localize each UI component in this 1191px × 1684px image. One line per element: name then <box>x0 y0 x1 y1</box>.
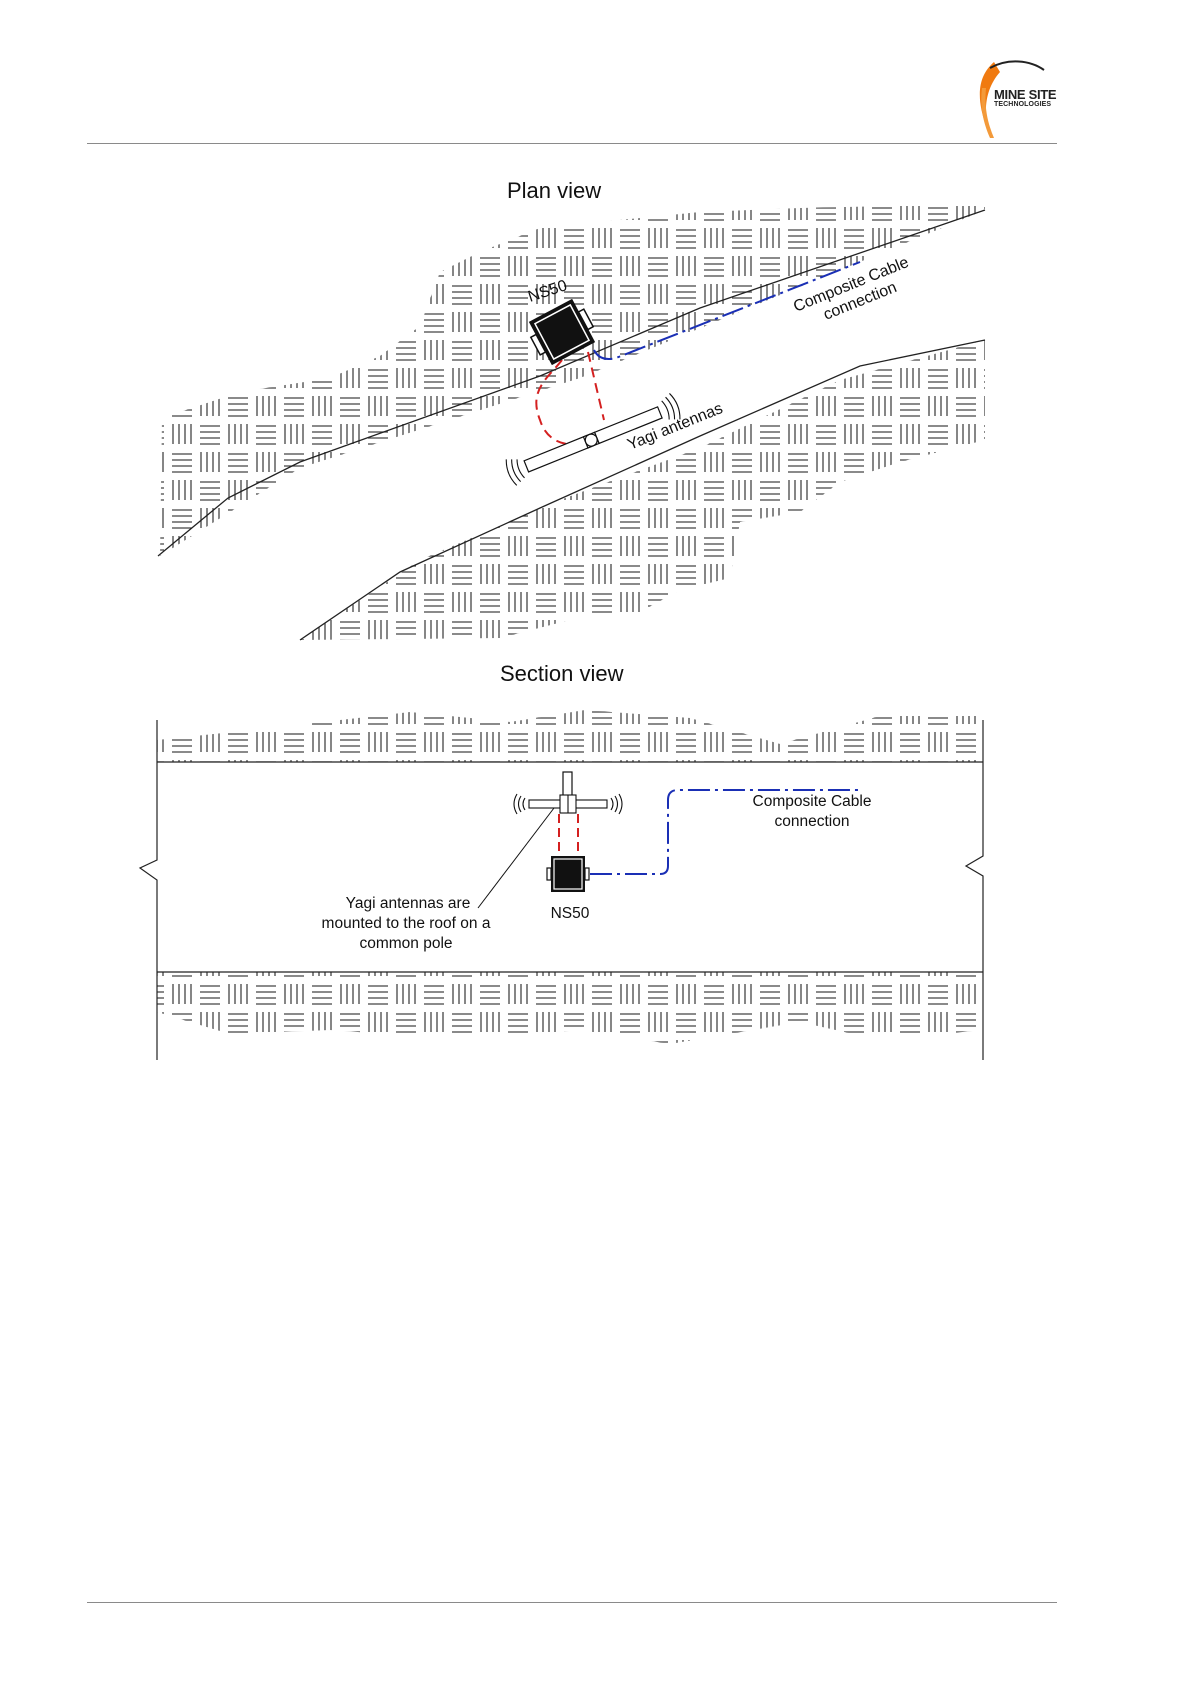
section-left-break <box>140 720 157 1060</box>
section-antenna-note-line3: common pole <box>359 935 452 952</box>
section-roof-rock <box>157 710 983 762</box>
section-ns50-device <box>547 856 589 892</box>
section-antenna-note-line1: Yagi antennas are <box>346 895 471 912</box>
footer-rule <box>87 1602 1057 1603</box>
section-note-leader <box>478 808 554 908</box>
section-view <box>140 710 983 1060</box>
section-antenna-note-line2: mounted to the roof on a <box>322 915 491 932</box>
section-floor-rock <box>157 972 983 1044</box>
section-cable-label-line2: connection <box>775 813 850 830</box>
section-ns50-label: NS50 <box>551 905 590 922</box>
section-cable-label-line1: Composite Cable <box>753 793 872 810</box>
section-yagi-antennas <box>514 794 622 814</box>
